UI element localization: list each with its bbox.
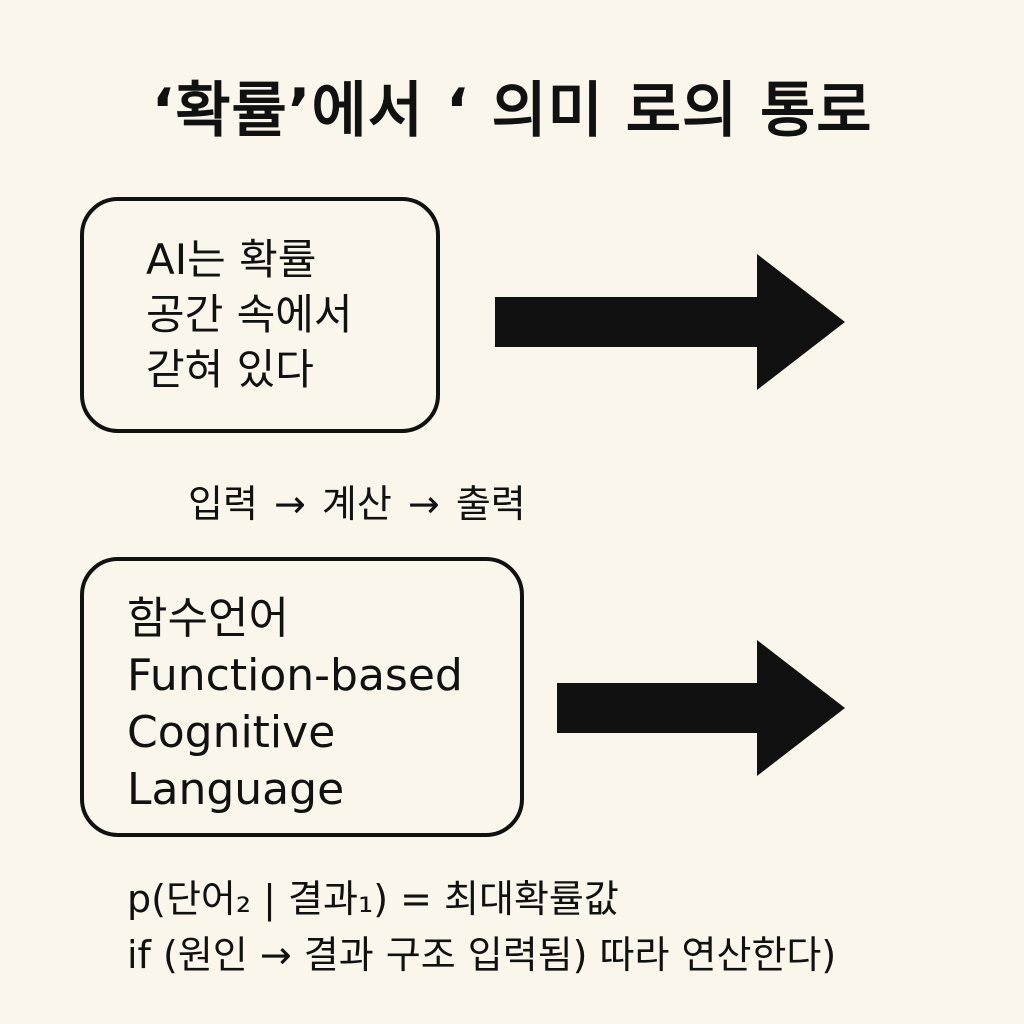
top-concept-box xyxy=(80,197,440,433)
process-flow-text: 입력 → 계산 → 출력 xyxy=(188,482,526,526)
top-concept-line: 갇혀 있다 xyxy=(146,345,314,394)
bottom-concept-text: 함수언어 Function-based Cognitive Language xyxy=(127,590,463,818)
bottom-concept-line: Function-based xyxy=(127,650,463,701)
top-concept-text: AI는 확률 공간 속에서 갇혀 있다 xyxy=(146,232,353,397)
bottom-right-arrow-icon xyxy=(557,640,845,776)
bottom-concept-line: Cognitive xyxy=(127,707,336,758)
top-right-arrow-icon xyxy=(495,254,845,390)
probability-formula: p(단어₂ | 결과₁) = 최대확률값 xyxy=(127,877,619,921)
causal-rule-formula: if (원인 → 결과 구조 입력됨) 따라 연산한다) xyxy=(127,933,837,977)
bottom-concept-line: 함수언어 xyxy=(127,593,289,644)
bottom-concept-box xyxy=(80,557,524,837)
bottom-concept-line: Language xyxy=(127,764,345,815)
top-concept-line: AI는 확률 xyxy=(146,235,317,284)
top-concept-line: 공간 속에서 xyxy=(146,290,353,339)
diagram-title: ‘확률’에서 ‘ 의미 로의 통로 xyxy=(151,76,873,146)
